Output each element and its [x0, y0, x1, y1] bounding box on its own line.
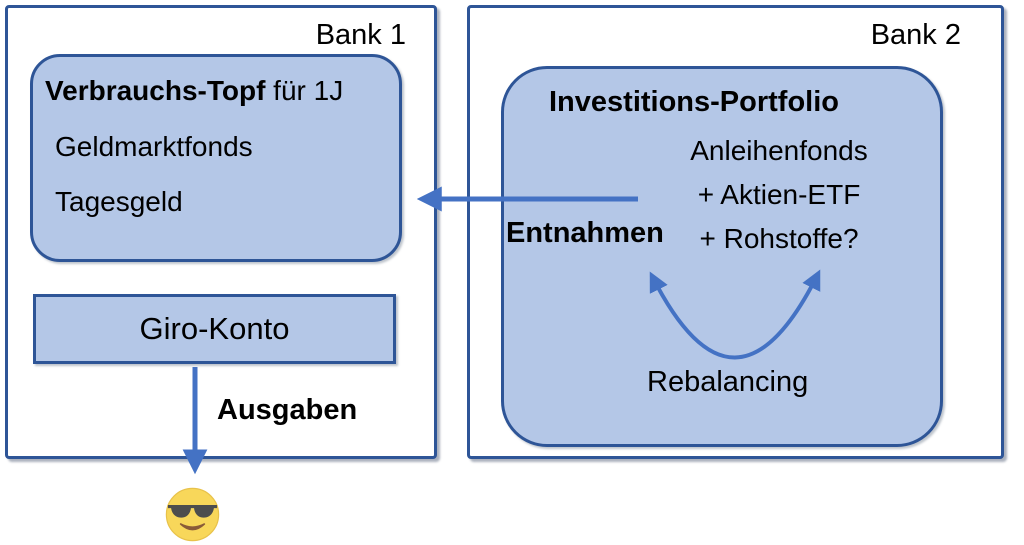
bank2-label: Bank 2 [870, 19, 961, 51]
consumption-pot-title: Verbrauchs-Topf für 1J [45, 73, 387, 109]
pot-item-geldmarktfonds: Geldmarktfonds [55, 131, 253, 162]
giro-konto-box: Giro-Konto [33, 294, 396, 364]
asset-anleihenfonds: Anleihenfonds [690, 135, 868, 166]
pot-item-tagesgeld: Tagesgeld [55, 186, 183, 217]
asset-aktien-etf: + Aktien-ETF [697, 179, 861, 210]
consumption-pot-title-bold: Verbrauchs-Topf [45, 75, 266, 106]
bank1-box: Bank 1 Verbrauchs-Topf für 1J Geldmarktf… [5, 5, 437, 459]
rebalancing-label: Rebalancing [647, 366, 809, 398]
portfolio-asset-list: Anleihenfonds + Aktien-ETF + Rohstoffe? [644, 129, 914, 261]
consumption-pot-title-rest: für 1J [265, 75, 344, 106]
sunglasses-emoji-icon [165, 487, 220, 542]
ausgaben-label: Ausgaben [217, 394, 358, 426]
investment-portfolio-box: Investitions-Portfolio Anleihenfonds + A… [501, 66, 943, 447]
portfolio-title: Investitions-Portfolio [549, 86, 839, 118]
bank2-box: Bank 2 Investitions-Portfolio Anleihenfo… [467, 5, 1004, 459]
giro-konto-label: Giro-Konto [139, 311, 290, 346]
asset-rohstoffe: + Rohstoffe? [699, 223, 859, 254]
entnahmen-label: Entnahmen [506, 217, 664, 249]
consumption-pot-box: Verbrauchs-Topf für 1J Geldmarktfonds Ta… [30, 54, 402, 262]
bank1-label: Bank 1 [315, 19, 406, 51]
